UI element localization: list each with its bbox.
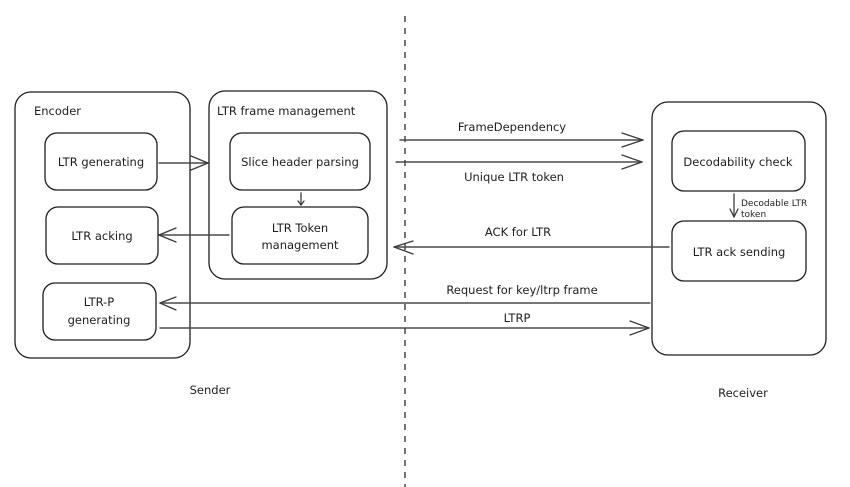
receiver-box[interactable] [651, 101, 827, 356]
ltrp-generating-label-line2: generating [68, 313, 131, 327]
decodability-check-node[interactable]: Decodability check [671, 130, 806, 192]
token-management-box[interactable] [231, 206, 369, 265]
decodable-ltr-token-label-line2: token [741, 210, 766, 220]
ltr-ack-sending-label: LTR ack sending [693, 245, 786, 259]
arrowhead-left-icon [158, 227, 177, 243]
encoder-container[interactable]: Encoder LTR generating LTR acking LTR-P … [14, 91, 191, 359]
ltr-acking-node[interactable]: LTR acking [45, 206, 159, 265]
slice-header-parsing-box[interactable] [229, 132, 371, 191]
arrowhead-right-icon [621, 154, 643, 170]
sender-label: Sender [190, 383, 231, 397]
ltrp-generating-box[interactable] [42, 282, 157, 341]
decodability-check-label: Decodability check [683, 155, 793, 169]
ltr-ack-sending-box[interactable] [671, 220, 807, 282]
arrow-decodable-ltr-token[interactable]: Decodable LTR token [729, 193, 807, 220]
arrow-generating-to-slice[interactable] [158, 155, 209, 171]
slice-header-parsing-label: Slice header parsing [241, 155, 359, 169]
arrowhead-right-icon [190, 155, 209, 171]
frame-dependency-label: FrameDependency [458, 120, 566, 134]
arrow-unique-ltr-token[interactable]: Unique LTR token [395, 154, 643, 184]
ltr-generating-node[interactable]: LTR generating [44, 132, 158, 191]
decodable-ltr-token-label-line1: Decodable LTR [741, 199, 807, 209]
ltr-acking-box[interactable] [45, 206, 159, 265]
token-management-node[interactable]: LTR Token management [231, 206, 369, 265]
frame-management-box[interactable] [208, 90, 388, 280]
arrowhead-down-icon [729, 208, 739, 218]
request-key-ltrp-label: Request for key/ltrp frame [446, 283, 597, 297]
arrowhead-right-icon [629, 320, 650, 336]
token-management-label-line2: management [261, 238, 339, 252]
decodability-check-box[interactable] [671, 130, 806, 192]
arrow-request-key-ltrp[interactable]: Request for key/ltrp frame [159, 283, 651, 311]
ack-for-ltr-label: ACK for LTR [485, 225, 551, 239]
receiver-label: Receiver [718, 386, 768, 400]
slice-header-parsing-node[interactable]: Slice header parsing [229, 132, 371, 191]
frame-management-title: LTR frame management [217, 104, 356, 118]
unique-ltr-token-label: Unique LTR token [464, 170, 564, 184]
ltrp-generating-node[interactable]: LTR-P generating [42, 282, 157, 341]
receiver-container[interactable]: Decodability check LTR ack sending [651, 101, 827, 356]
arrow-slice-to-token[interactable] [297, 192, 305, 206]
ltr-generating-box[interactable] [44, 132, 158, 191]
arrowhead-left-icon [159, 296, 177, 311]
token-management-label-line1: LTR Token [272, 221, 328, 235]
frame-management-container[interactable]: LTR frame management Slice header parsin… [208, 90, 388, 280]
ltr-ack-sending-node[interactable]: LTR ack sending [671, 220, 807, 282]
ltrp-label: LTRP [504, 311, 531, 325]
arrowhead-left-icon [393, 240, 414, 255]
ltr-acking-label: LTR acking [71, 229, 132, 243]
arrow-ltrp[interactable]: LTRP [159, 311, 650, 336]
arrow-frame-dependency[interactable]: FrameDependency [399, 120, 644, 148]
encoder-title: Encoder [34, 104, 81, 118]
arrowhead-right-icon [621, 132, 644, 148]
arrowhead-down-icon [297, 200, 305, 206]
arrow-token-to-acking[interactable] [158, 227, 230, 243]
ltr-generating-label: LTR generating [58, 155, 144, 169]
arrow-ack-for-ltr[interactable]: ACK for LTR [393, 225, 670, 255]
encoder-box[interactable] [14, 91, 191, 359]
ltrp-generating-label-line1: LTR-P [84, 295, 115, 309]
